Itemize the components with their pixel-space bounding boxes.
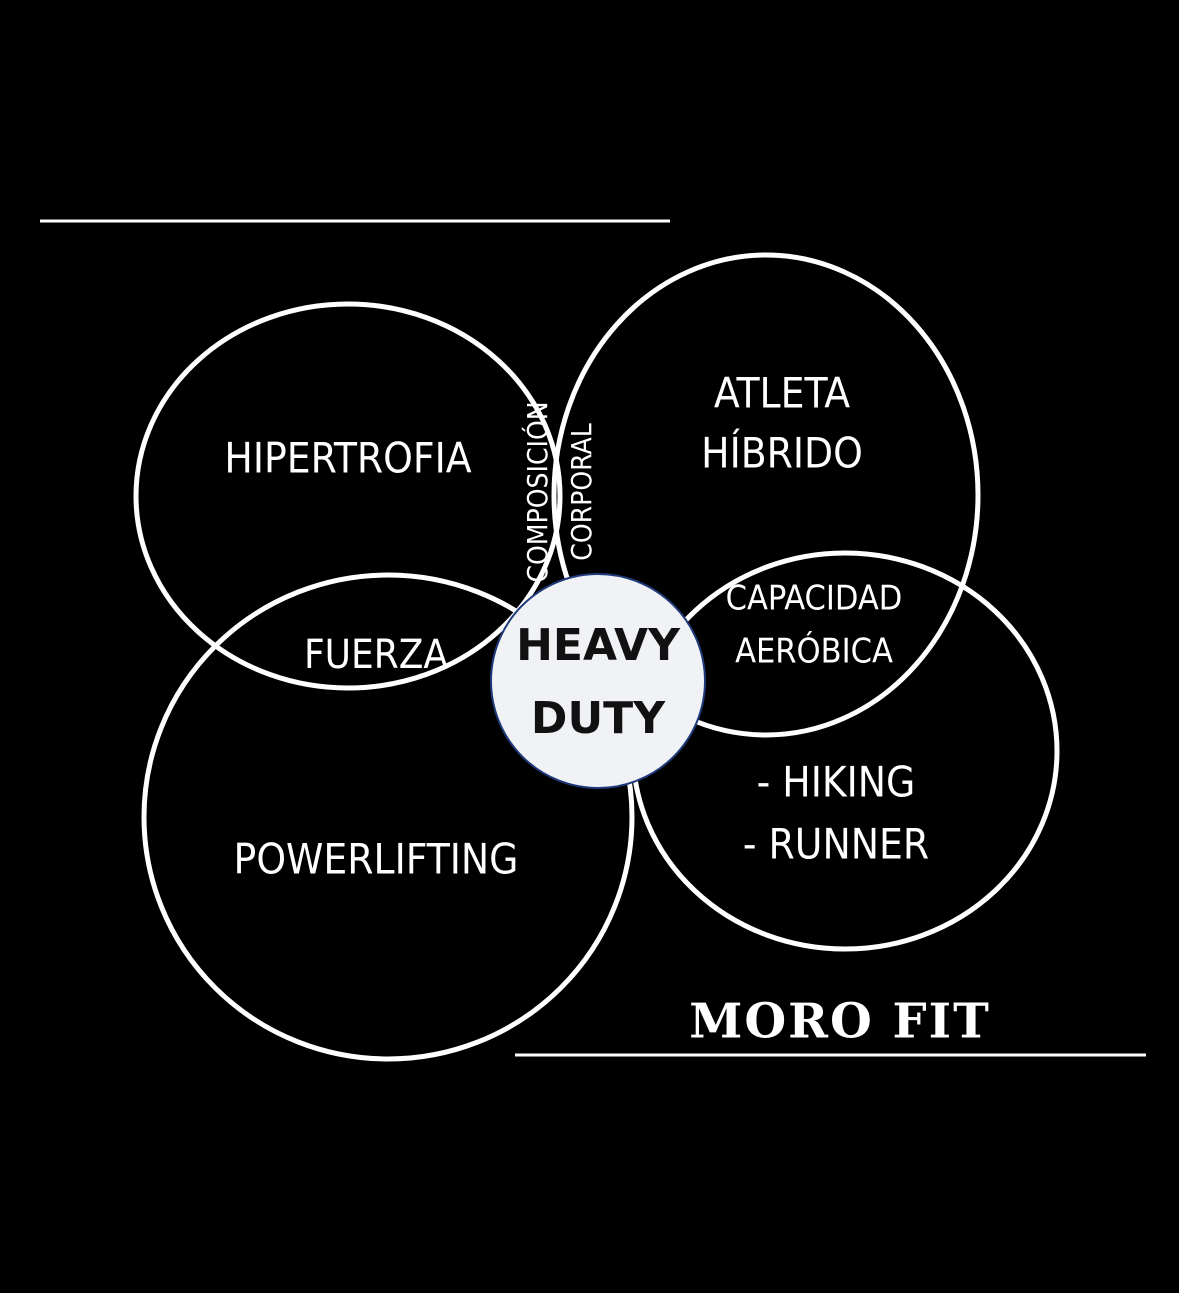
label-hiking: - HIKING <box>757 758 916 807</box>
center-circle <box>490 573 706 789</box>
label-heavy: HEAVY <box>516 620 681 671</box>
brand-logo-text: MORO FIT <box>689 994 991 1050</box>
label-composicion: COMPOSICIÓN <box>520 401 554 582</box>
label-corporal: CORPORAL <box>565 423 598 561</box>
circle-hipertrofia <box>133 301 563 691</box>
circle-powerlifting <box>141 572 635 1062</box>
label-hipertrofia: HIPERTROFIA <box>224 434 471 483</box>
label-composicion-corporal: COMPOSICIÓN CORPORAL <box>520 401 598 582</box>
label-runner: - RUNNER <box>743 820 929 869</box>
label-atleta: ATLETA <box>714 369 850 418</box>
label-capacidad: CAPACIDAD <box>726 579 903 619</box>
label-duty: DUTY <box>531 693 666 744</box>
label-hibrido: HÍBRIDO <box>701 428 863 478</box>
label-fuerza: FUERZA <box>304 632 448 678</box>
circle-atleta-hibrido <box>551 252 981 738</box>
label-powerlifting: POWERLIFTING <box>234 835 519 884</box>
label-aerobica: AERÓBICA <box>735 631 893 672</box>
